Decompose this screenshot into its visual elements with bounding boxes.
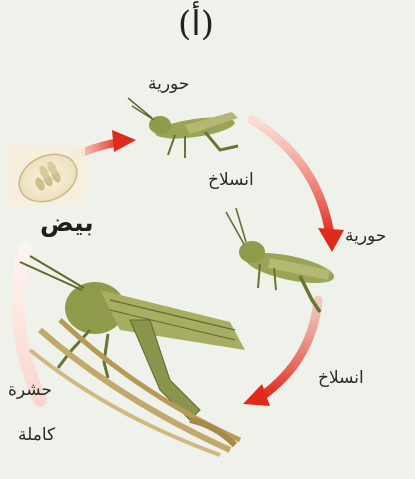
stage-label-nymph-top: حورية (148, 74, 189, 94)
nymph-top-image (128, 98, 238, 158)
stage-label-adult-line2: كاملة (18, 425, 55, 445)
arrow-nymph-to-nymph (252, 120, 344, 252)
arrow-nymph-to-adult (243, 300, 318, 406)
stage-label-nymph-right: حورية (345, 226, 386, 246)
arrow-adult-to-eggs (18, 248, 40, 400)
egg-pod-image (5, 145, 85, 211)
stage-label-molt-first: انسلاخ (208, 170, 254, 190)
stage-label-eggs: بيض (40, 208, 94, 237)
stage-label-molt-second: انسلاخ (318, 368, 364, 388)
stage-label-adult-line1: حشرة (8, 380, 52, 400)
panel-label: (أ) (178, 4, 214, 44)
